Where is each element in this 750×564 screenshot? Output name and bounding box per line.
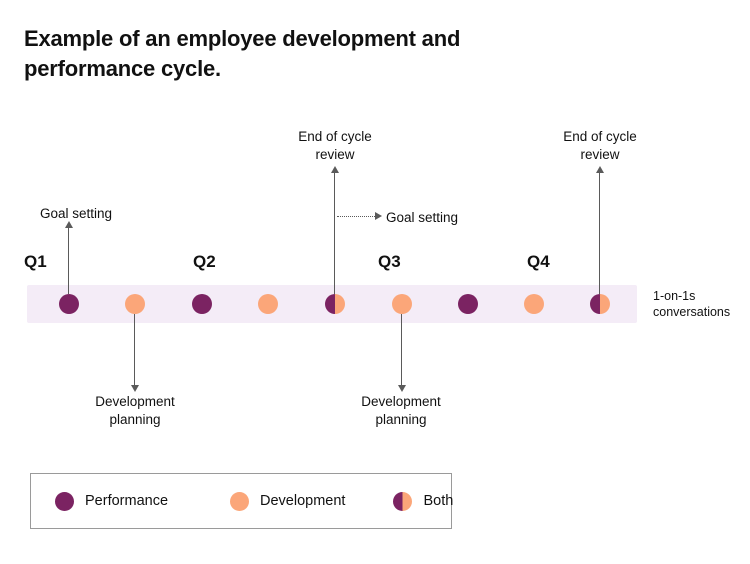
dotted-connector-line (337, 216, 377, 217)
legend-item-both[interactable]: Both (393, 491, 454, 511)
page-title: Example of an employee development and p… (24, 26, 461, 81)
legend-label-performance: Performance (85, 493, 169, 509)
annotation-development-planning-q3: Development planning (361, 394, 441, 427)
leader-line-goal-setting-q1 (68, 227, 70, 294)
annotation-end-of-cycle-review-q4: End of cycle review (563, 129, 637, 162)
legend-swatch-both-icon (393, 491, 413, 511)
arrow-up-icon-end-of-cycle-review-q4 (596, 166, 604, 173)
legend-swatch-development-icon (230, 491, 250, 511)
timeline-dot-performance[interactable] (458, 294, 478, 314)
annotation-development-planning-q2: Development planning (95, 394, 175, 427)
leader-line-development-planning-q2 (134, 314, 136, 386)
timeline-dot-development[interactable] (258, 294, 278, 314)
timeline-dot-both[interactable] (325, 294, 345, 314)
arrow-down-icon-development-planning-q2 (131, 385, 139, 392)
annotation-goal-setting-q3: Goal setting (386, 210, 459, 225)
quarter-label-q2: Q2 (193, 252, 216, 271)
timeline-dot-development[interactable] (524, 294, 544, 314)
dotted-connector-arrow-icon (375, 212, 382, 220)
timeline-dot-performance[interactable] (59, 294, 79, 314)
timeline-dot-development[interactable] (125, 294, 145, 314)
quarter-label-q3: Q3 (378, 252, 401, 271)
annotation-end-of-cycle-review-q3: End of cycle review (298, 129, 372, 162)
legend-label-development: Development (260, 493, 346, 509)
timeline-dot-both[interactable] (590, 294, 610, 314)
legend-item-performance[interactable]: Performance (55, 491, 169, 511)
chart-legend: Performance Development Both (30, 473, 454, 529)
quarter-label-q4: Q4 (527, 252, 550, 271)
arrow-down-icon-development-planning-q3 (398, 385, 406, 392)
legend-item-development[interactable]: Development (230, 491, 346, 511)
leader-line-end-of-cycle-review-q4 (599, 172, 601, 294)
arrow-up-icon-end-of-cycle-review-q3 (331, 166, 339, 173)
timeline-row-label: 1-on-1s conversations (653, 289, 731, 319)
timeline-dot-performance[interactable] (192, 294, 212, 314)
legend-swatch-performance-icon (55, 491, 74, 511)
legend-label-both: Both (423, 493, 454, 509)
arrow-up-icon-goal-setting-q1 (65, 221, 73, 228)
leader-line-end-of-cycle-review-q3 (334, 172, 336, 294)
quarter-label-q1: Q1 (24, 252, 47, 271)
timeline-dot-development[interactable] (392, 294, 412, 314)
annotation-goal-setting-q1: Goal setting (39, 206, 113, 221)
leader-line-development-planning-q3 (401, 314, 403, 386)
